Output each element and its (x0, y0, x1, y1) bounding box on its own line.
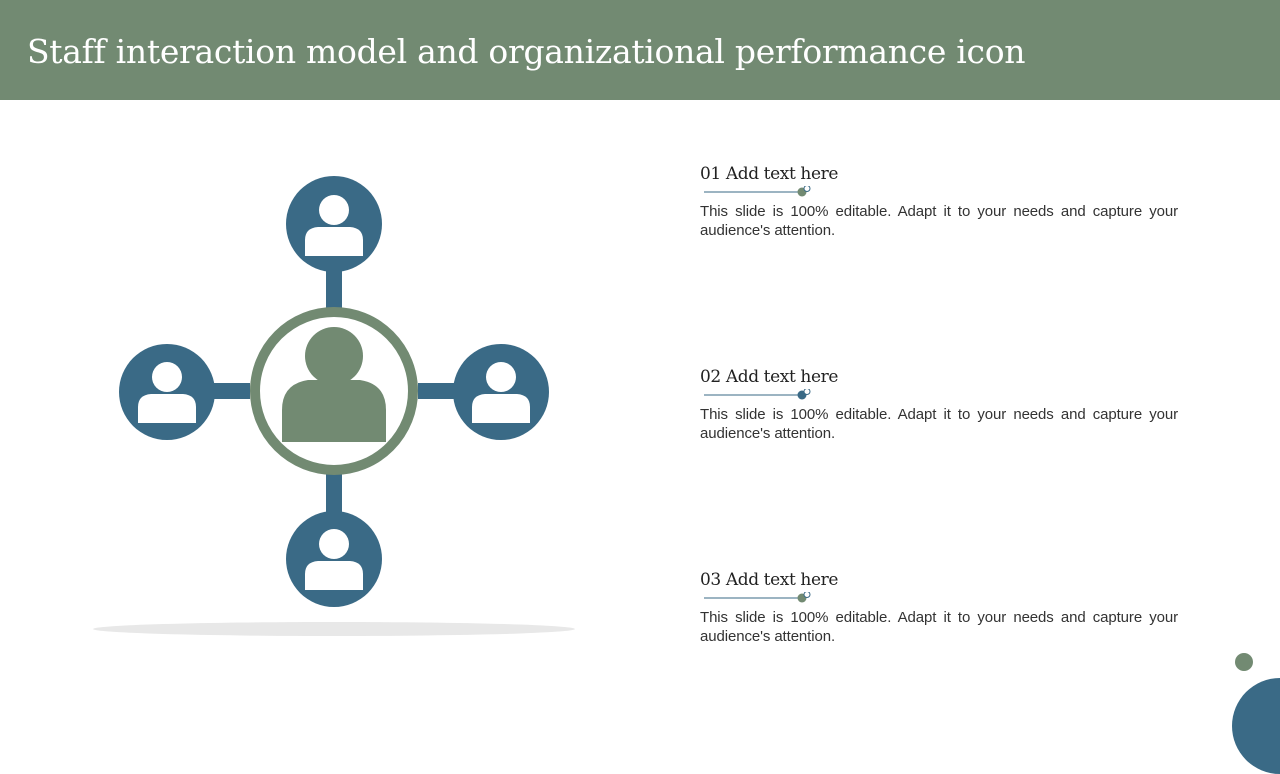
person-icon (472, 362, 530, 423)
decorative-dot-small (1235, 653, 1253, 671)
node-right (453, 344, 549, 440)
text-block-3: 03 Add text here This slide is 100% edit… (700, 569, 1178, 646)
connector-right (418, 383, 460, 399)
node-bottom (286, 511, 382, 607)
person-icon (282, 327, 386, 442)
person-icon (138, 362, 196, 423)
heading-underline (700, 186, 820, 198)
heading-underline (700, 592, 820, 604)
connector-left (208, 383, 250, 399)
person-icon (305, 195, 363, 256)
node-left (119, 344, 215, 440)
title-bar: Staff interaction model and organization… (0, 0, 1280, 100)
diagram-shadow (93, 622, 575, 636)
item-heading: 02 Add text here (700, 367, 838, 387)
item-body: This slide is 100% editable. Adapt it to… (700, 203, 1178, 239)
node-top (286, 176, 382, 272)
item-body: This slide is 100% editable. Adapt it to… (700, 609, 1178, 645)
text-block-1: 01 Add text here This slide is 100% edit… (700, 163, 1178, 240)
center-node (250, 307, 418, 475)
text-block-2: 02 Add text here This slide is 100% edit… (700, 366, 1178, 443)
heading-underline (700, 389, 820, 401)
decorative-dot-large (1232, 678, 1280, 774)
item-body: This slide is 100% editable. Adapt it to… (700, 406, 1178, 442)
item-heading: 03 Add text here (700, 570, 838, 590)
connector-top (326, 265, 342, 310)
connector-bottom (326, 470, 342, 515)
person-icon (305, 529, 363, 590)
network-of-people-icon (90, 170, 580, 640)
item-heading: 01 Add text here (700, 164, 838, 184)
network-diagram (93, 176, 575, 636)
page-title: Staff interaction model and organization… (27, 32, 1026, 71)
